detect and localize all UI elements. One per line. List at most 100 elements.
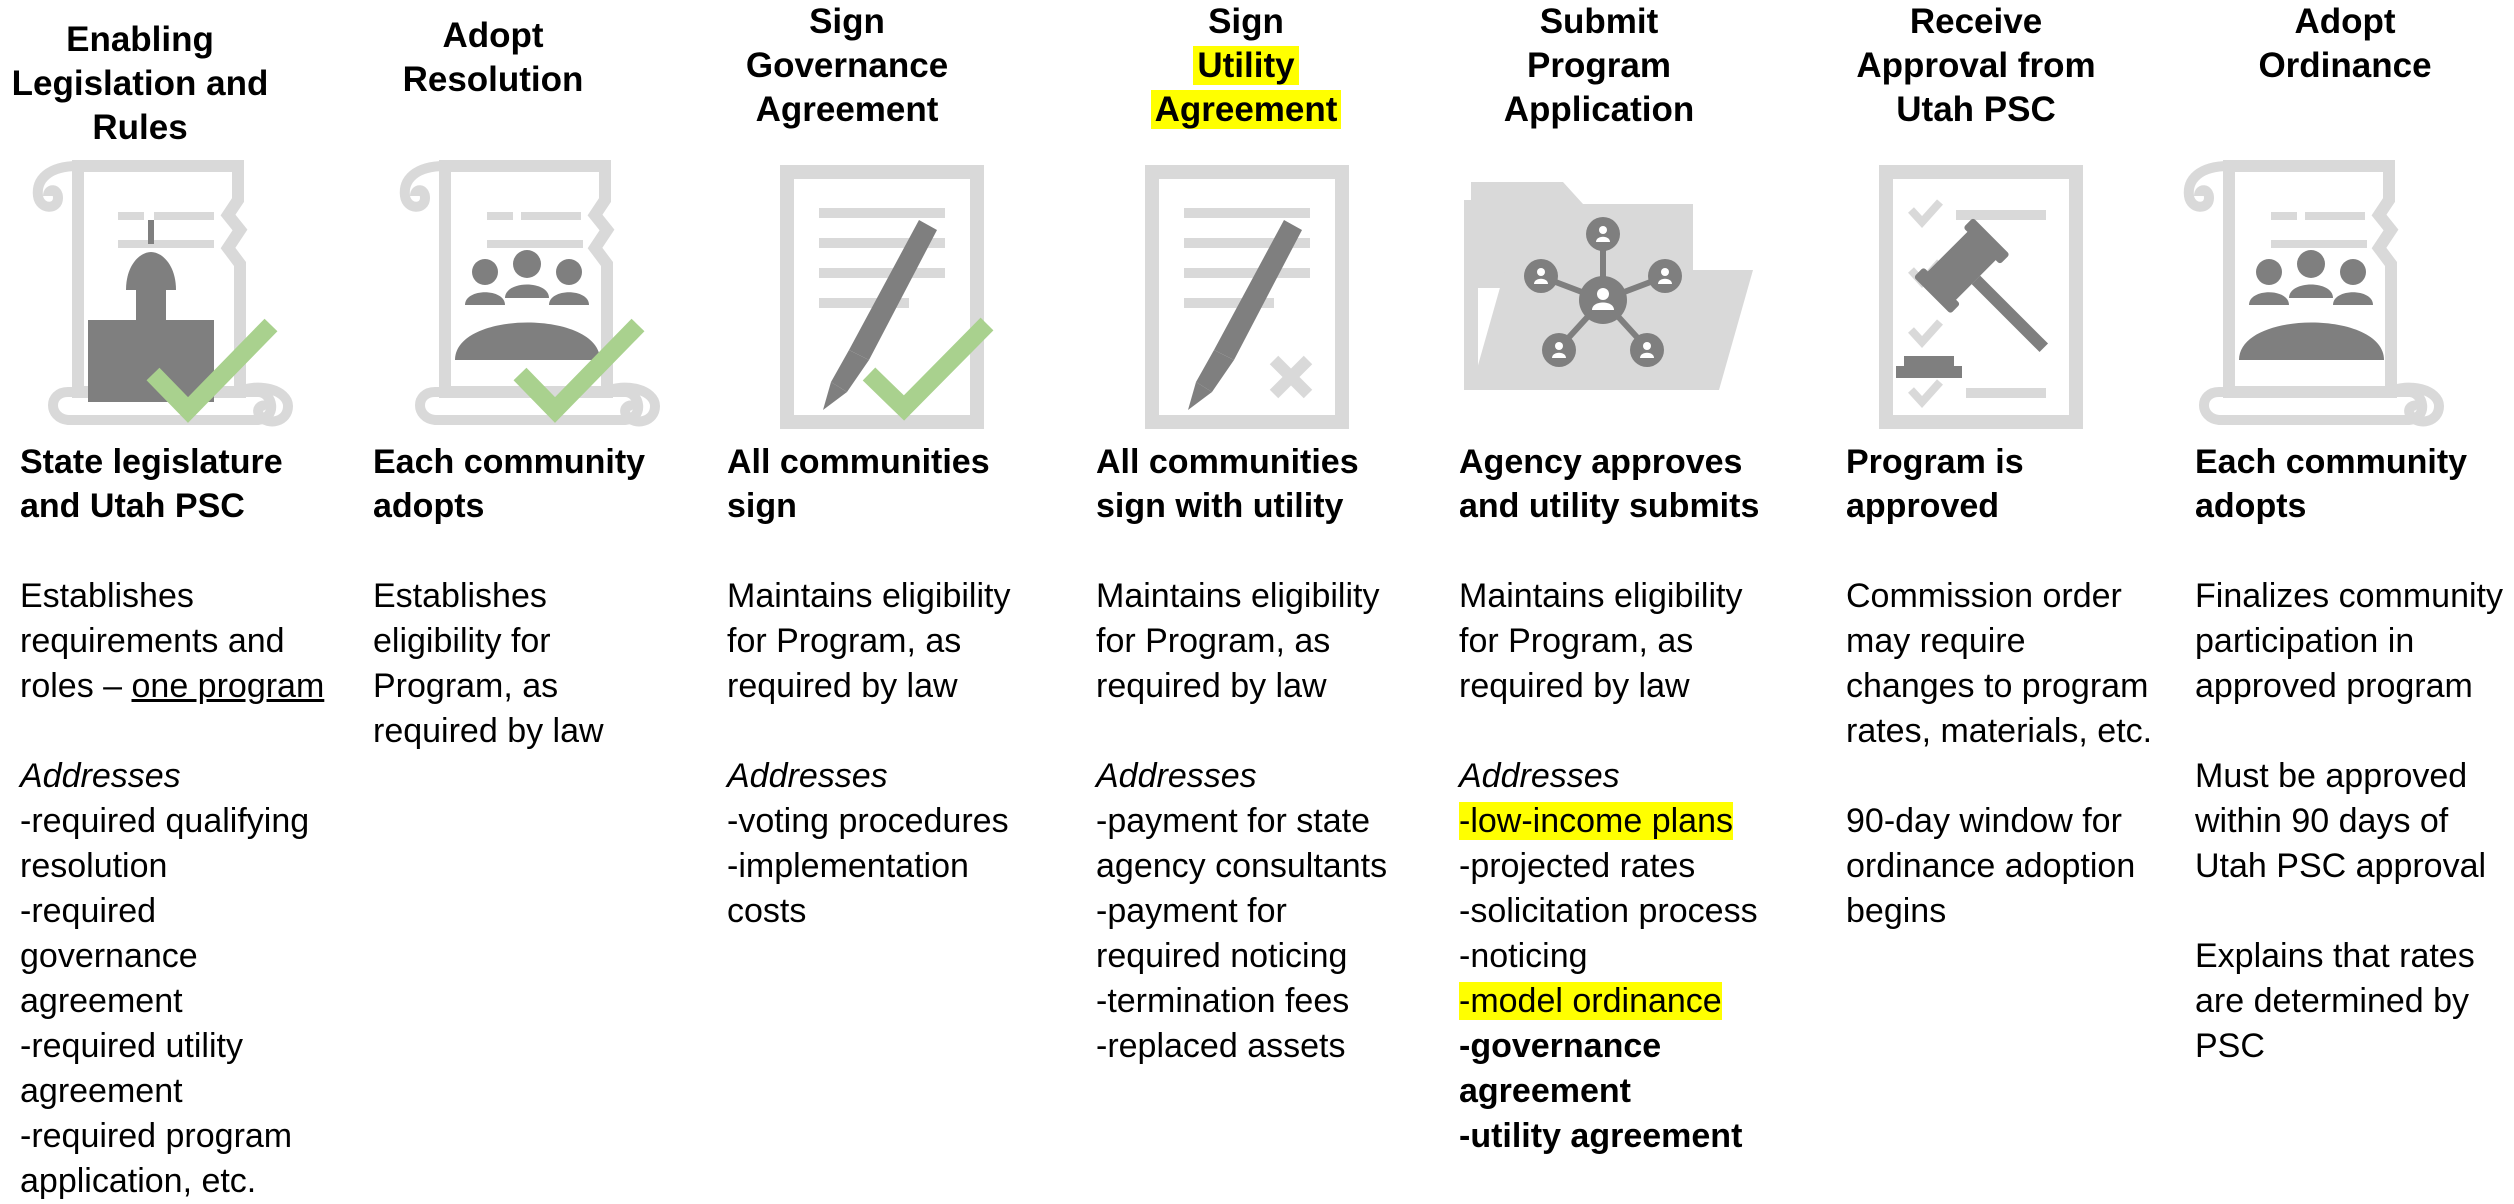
desc-line: Finalizes community (2195, 577, 2503, 615)
desc-line: Program, as (373, 667, 559, 705)
desc-line: required by law (1459, 667, 1690, 705)
step-title: Sign Governance Agreement (687, 0, 1007, 132)
title-line: Enabling (66, 20, 214, 59)
scroll-council-icon (375, 160, 695, 450)
address-item: -solicitation process (1459, 892, 1758, 930)
desc-line: eligibility for (373, 622, 551, 660)
desc-line: Establishes (20, 577, 194, 615)
address-item: agreement (20, 1072, 183, 1110)
title-line: Resolution (402, 60, 584, 99)
address-item: agency consultants (1096, 847, 1388, 885)
address-item: -payment for state (1096, 802, 1371, 840)
address-item: -required qualifying (20, 802, 310, 840)
step-sign-utility-agreement: Sign Utility Agreement All communities s… (1096, 0, 1426, 1196)
desc-line: Explains that rates (2195, 937, 2475, 975)
step-description: Maintains eligibility for Program, as re… (1459, 574, 1799, 1159)
checklist-gavel-icon (1816, 160, 2136, 450)
scroll-capitol-icon (8, 160, 328, 450)
step-actor: Each community adopts (373, 440, 703, 528)
actor-line: Agency approves (1459, 443, 1743, 481)
desc-line: Maintains eligibility (1459, 577, 1743, 615)
desc-line: Commission order (1846, 577, 2122, 615)
step-adopt-ordinance: Adopt Ordinance Each community adopts Fi… (2183, 0, 2514, 1196)
actor-line: adopts (2195, 487, 2307, 525)
addresses-label: Addresses (20, 757, 181, 795)
desc-line: ordinance adoption (1846, 847, 2136, 885)
desc-line: rates, materials, etc. (1846, 712, 2153, 750)
desc-line: may require (1846, 622, 2026, 660)
step-adopt-resolution: Adopt Resolution Each community adopts E… (373, 0, 703, 1196)
address-item: -implementation (727, 847, 969, 885)
desc-line: roles – one program (20, 664, 360, 709)
desc-line: required by law (373, 712, 604, 750)
desc-line: participation in (2195, 622, 2415, 660)
title-line: Agreement (1086, 88, 1406, 132)
desc-line: required by law (1096, 667, 1327, 705)
title-line: Agreement (755, 90, 939, 129)
title-line: Ordinance (2258, 46, 2432, 85)
highlighted-title-text: Utility (1193, 46, 1299, 85)
addresses-label: Addresses (727, 757, 888, 795)
desc-line: for Program, as (1096, 622, 1331, 660)
desc-line: requirements and (20, 622, 285, 660)
title-line: Rules (92, 108, 188, 147)
address-item: -replaced assets (1096, 1027, 1346, 1065)
desc-line: Utah PSC approval (2195, 847, 2487, 885)
desc-line: Establishes (373, 577, 547, 615)
bold-address-item: agreement (1459, 1072, 1631, 1110)
desc-line: for Program, as (727, 622, 962, 660)
step-actor: State legislature and Utah PSC (20, 440, 350, 528)
step-title: Enabling Legislation and Rules (0, 18, 300, 150)
title-line: Receive (1909, 2, 2043, 41)
address-item: -projected rates (1459, 847, 1696, 885)
title-line: Adopt (442, 16, 544, 55)
desc-line: changes to program (1846, 667, 2149, 705)
actor-line: sign with utility (1096, 487, 1344, 525)
document-pen-sign-icon (1086, 160, 1406, 450)
desc-line: required by law (727, 667, 958, 705)
actor-line: State legislature (20, 443, 283, 481)
desc-text: roles – (20, 667, 132, 705)
actor-line: adopts (373, 487, 485, 525)
desc-line: are determined by (2195, 982, 2470, 1020)
bold-address-item: -governance (1459, 1027, 1662, 1065)
address-item: -voting procedures (727, 802, 1009, 840)
step-enabling-legislation: Enabling Legislation and Rules State leg… (12, 0, 350, 1200)
step-receive-approval: Receive Approval from Utah PSC Program i… (1846, 0, 2176, 1196)
step-title: Receive Approval from Utah PSC (1816, 0, 2136, 132)
address-item: -termination fees (1096, 982, 1350, 1020)
address-item: -model ordinance (1459, 979, 1799, 1024)
highlighted-address-item: -low-income plans (1459, 802, 1733, 840)
address-item: resolution (20, 847, 168, 885)
title-line: Adopt (2294, 2, 2396, 41)
desc-line: for Program, as (1459, 622, 1694, 660)
step-title: Sign Utility Agreement (1086, 0, 1406, 132)
step-description: Commission order may require changes to … (1846, 574, 2186, 934)
bold-address-item: -utility agreement (1459, 1117, 1743, 1155)
actor-line: Each community (2195, 443, 2468, 481)
addresses-label: Addresses (1459, 757, 1620, 795)
title-line: Utility (1086, 44, 1406, 88)
title-line: Application (1503, 90, 1695, 129)
title-line: Legislation and (11, 64, 269, 103)
desc-line: approved program (2195, 667, 2473, 705)
step-description: Establishes eligibility for Program, as … (373, 574, 713, 754)
address-item: -required program (20, 1117, 293, 1155)
title-line: Utah PSC (1896, 90, 2056, 129)
step-actor: Agency approves and utility submits (1459, 440, 1789, 528)
address-item: application, etc. (20, 1162, 257, 1200)
step-description: Establishes requirements and roles – one… (20, 574, 360, 1204)
step-title: Submit Program Application (1439, 0, 1759, 132)
scroll-council-icon (2159, 160, 2479, 450)
title-line: Submit (1539, 2, 1659, 41)
step-actor: All communities sign (727, 440, 1057, 528)
address-item: -noticing (1459, 937, 1588, 975)
address-item: -required utility (20, 1027, 243, 1065)
step-description: Finalizes community participation in app… (2195, 574, 2514, 1069)
desc-line: Must be approved (2195, 757, 2468, 795)
actor-line: sign (727, 487, 797, 525)
address-item: costs (727, 892, 807, 930)
address-item: -low-income plans (1459, 799, 1799, 844)
title-line: Sign (1208, 2, 1284, 41)
title-line: Program (1527, 46, 1671, 85)
